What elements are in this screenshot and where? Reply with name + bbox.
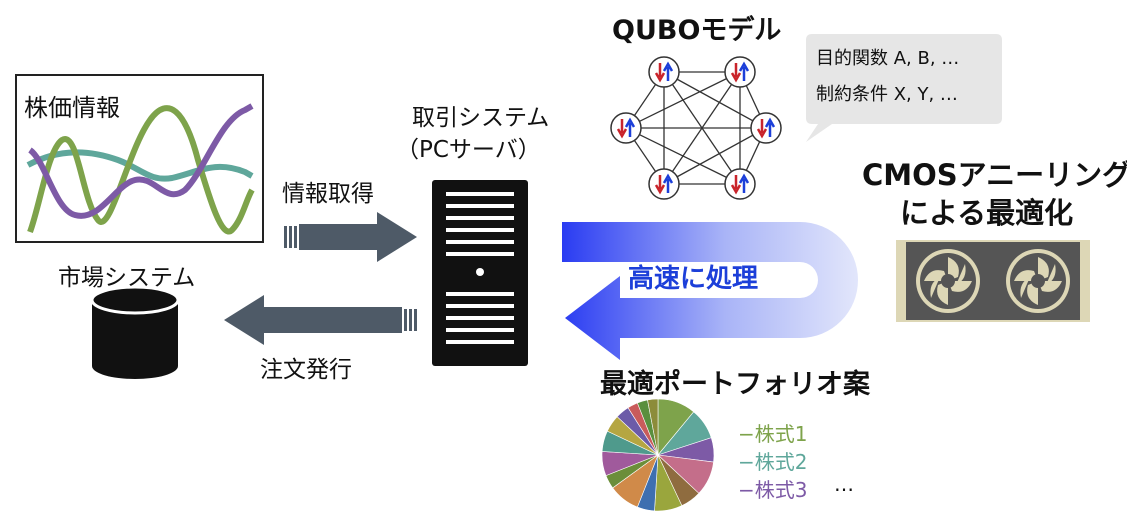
cmos-annealing-chip-icon [896, 240, 1090, 322]
trading-system-sublabel: （PCサーバ） [396, 137, 541, 163]
order-issue-label: 注文発行 [260, 357, 352, 383]
portfolio-title: 最適ポートフォリオ案 [600, 369, 870, 400]
high-speed-label: 高速に処理 [628, 264, 759, 294]
legend-item-stock1: −株式1 [738, 422, 808, 446]
server-tower-icon [432, 180, 528, 366]
info-acquire-label: 情報取得 [282, 181, 374, 207]
market-system-label: 市場システム [58, 265, 196, 291]
legend-item-stock2: −株式2 [738, 450, 808, 474]
info-acquire-arrow [284, 212, 417, 262]
stock-chart-panel [15, 74, 264, 243]
spin-node [648, 56, 680, 88]
market-database-icon [90, 285, 180, 379]
pie-slice [647, 398, 659, 456]
legend-ellipsis: … [834, 472, 854, 496]
stock-panel-title: 株価情報 [24, 94, 120, 122]
spin-node [610, 112, 642, 144]
cmos-title: CMOSアニーリング [862, 158, 1127, 192]
spin-node [750, 112, 782, 144]
process-uturn-arrow [562, 222, 858, 360]
spin-node [724, 56, 756, 88]
speech-bubble [806, 34, 1002, 142]
stock-line-green [27, 105, 255, 235]
trading-system-label: 取引システム [412, 105, 550, 131]
constraint-text: 制約条件 X, Y, … [816, 84, 958, 105]
stock-line-teal [26, 149, 254, 182]
portfolio-pie-chart [601, 398, 715, 512]
qubo-network [625, 71, 767, 185]
stock-line-purple [27, 103, 254, 219]
spin-node [648, 168, 680, 200]
qubo-nodes [610, 56, 782, 200]
legend-item-stock3: −株式3 [738, 478, 808, 502]
cmos-subtitle: による最適化 [900, 196, 1074, 230]
objective-function-text: 目的関数 A, B, … [816, 48, 960, 69]
spin-node [724, 168, 756, 200]
order-issue-arrow [224, 295, 417, 345]
qubo-title: QUBOモデル [612, 15, 782, 46]
